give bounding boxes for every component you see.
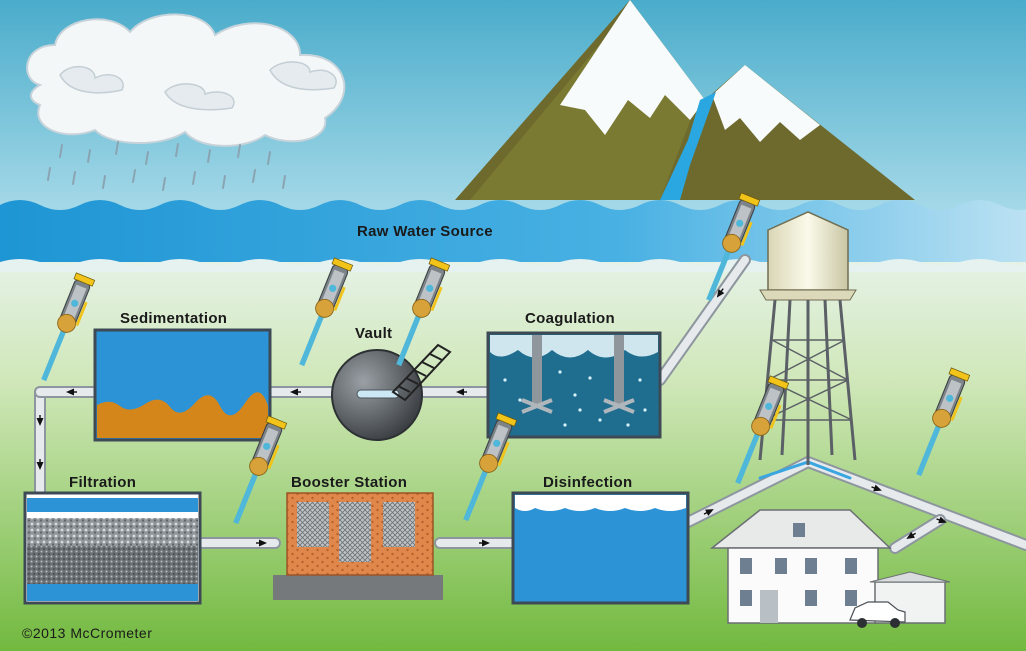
filtration-label: Filtration <box>69 474 137 491</box>
car-icon <box>849 601 906 628</box>
sedimentation-label: Sedimentation <box>120 310 228 327</box>
sedimentation-tank <box>93 328 272 442</box>
disinfection-tank <box>511 491 690 605</box>
raw-water-source-label: Raw Water Source <box>357 223 493 240</box>
vault-label: Vault <box>355 325 393 342</box>
rain-icon <box>47 141 286 191</box>
disinfection-label: Disinfection <box>543 474 633 491</box>
mountain-icon <box>455 0 915 200</box>
house-icon <box>709 509 951 624</box>
raw-water-source-band <box>0 200 1026 272</box>
copyright-text: ©2013 McCrometer <box>22 625 153 641</box>
booster-station <box>273 492 443 600</box>
cloud-icon <box>26 13 346 147</box>
coagulation-label: Coagulation <box>525 310 615 327</box>
vault <box>331 343 452 441</box>
booster-station-label: Booster Station <box>291 474 408 491</box>
coagulation-tank <box>486 331 662 439</box>
filtration-tank <box>23 491 202 605</box>
